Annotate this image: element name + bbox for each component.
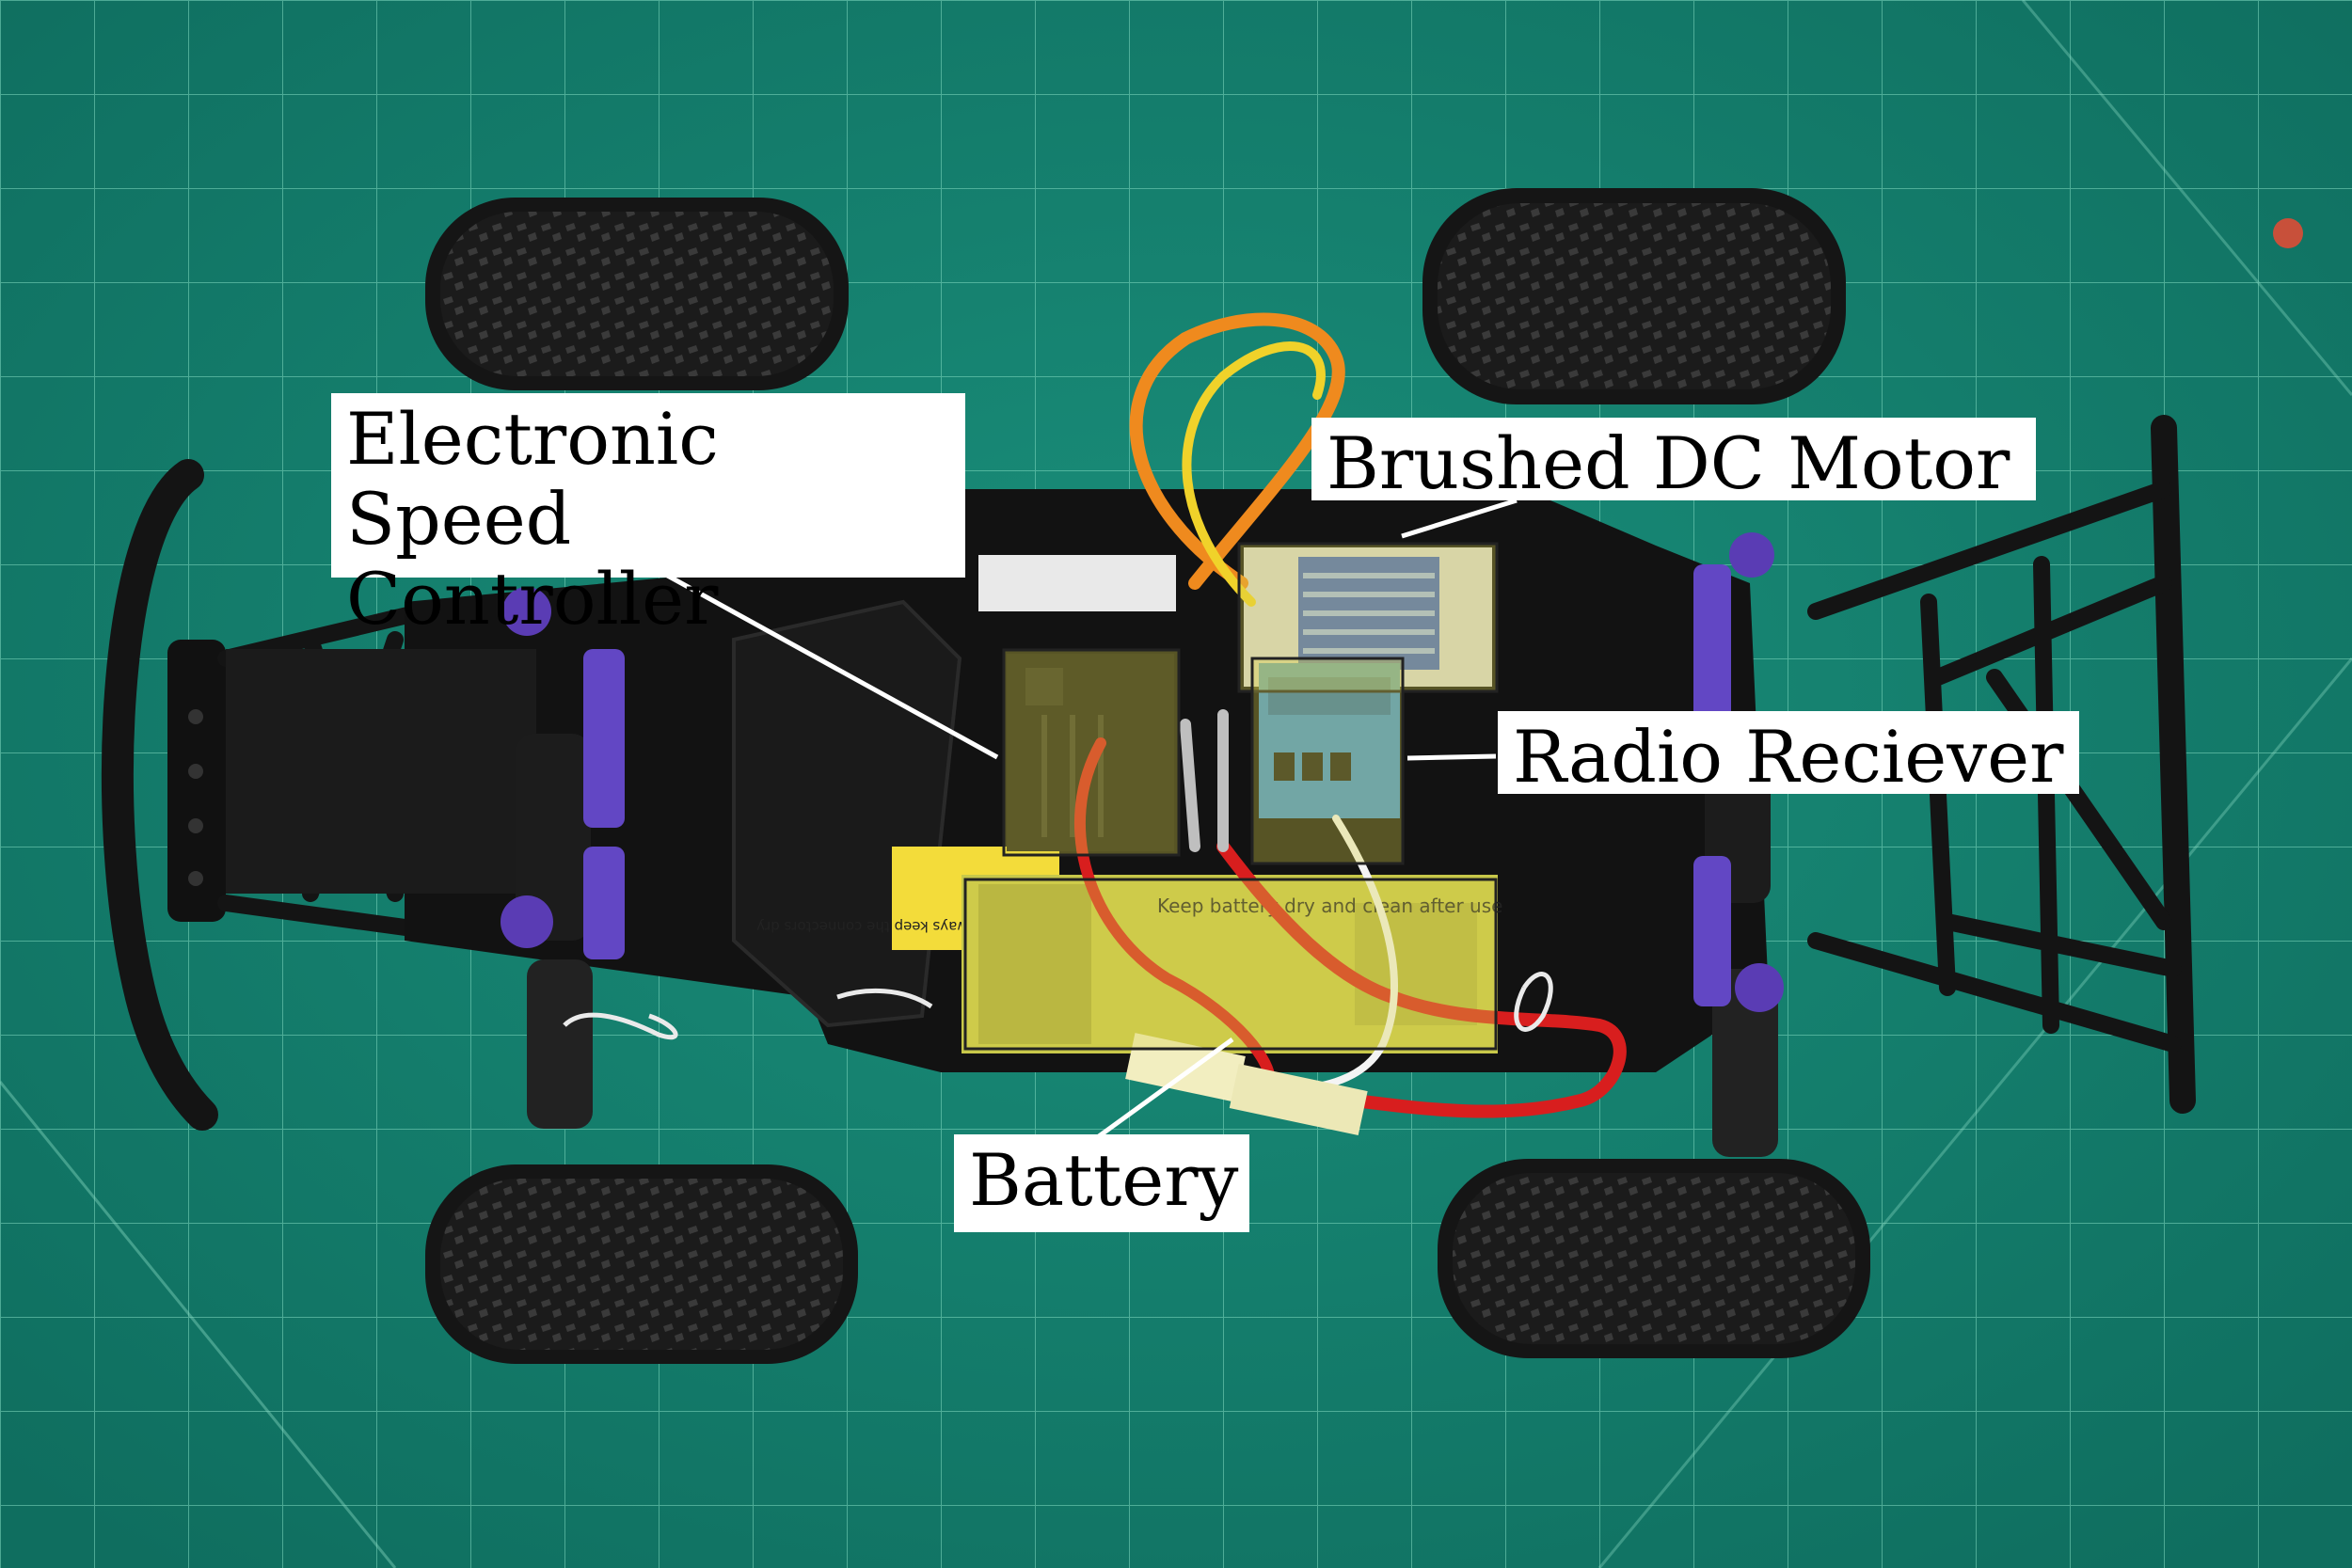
wheel-rear-right: [425, 1164, 858, 1364]
front-bumper: [1807, 415, 2196, 1114]
wheel-front-right: [1438, 1159, 1870, 1358]
label-battery: Battery: [954, 1134, 1249, 1232]
wheel-front-left: [1422, 188, 1846, 404]
leader-line-motor: [1401, 498, 1518, 539]
label-esc-line-2: Controller: [346, 557, 719, 641]
highlight-box-battery: [963, 878, 1498, 1051]
battery-sticker-text: Keep battery dry and clean after use: [1157, 895, 1502, 917]
label-esc-line-1: Electronic Speed: [346, 397, 719, 562]
highlight-box-esc: [1002, 648, 1181, 857]
radio-receiver: [1259, 663, 1400, 818]
leader-lines: [662, 498, 1518, 1139]
leader-line-radio: [1406, 753, 1497, 761]
wheel-rear-left: [425, 198, 849, 390]
highlight-box-motor: [1237, 542, 1499, 693]
label-radio-receiver: Radio Reciever: [1498, 711, 2079, 797]
body-clips: [563, 972, 1553, 1040]
leader-line-esc: [662, 571, 999, 760]
leader-line-battery: [1097, 1037, 1234, 1139]
highlight-boxes: [963, 542, 1499, 1051]
highlight-box-radio: [1250, 657, 1405, 865]
label-electronic-speed-controller: Electronic Speed Controller: [331, 393, 965, 639]
label-brushed-dc-motor: Brushed DC Motor: [1311, 418, 2036, 503]
rear-bumper: [101, 459, 441, 1131]
